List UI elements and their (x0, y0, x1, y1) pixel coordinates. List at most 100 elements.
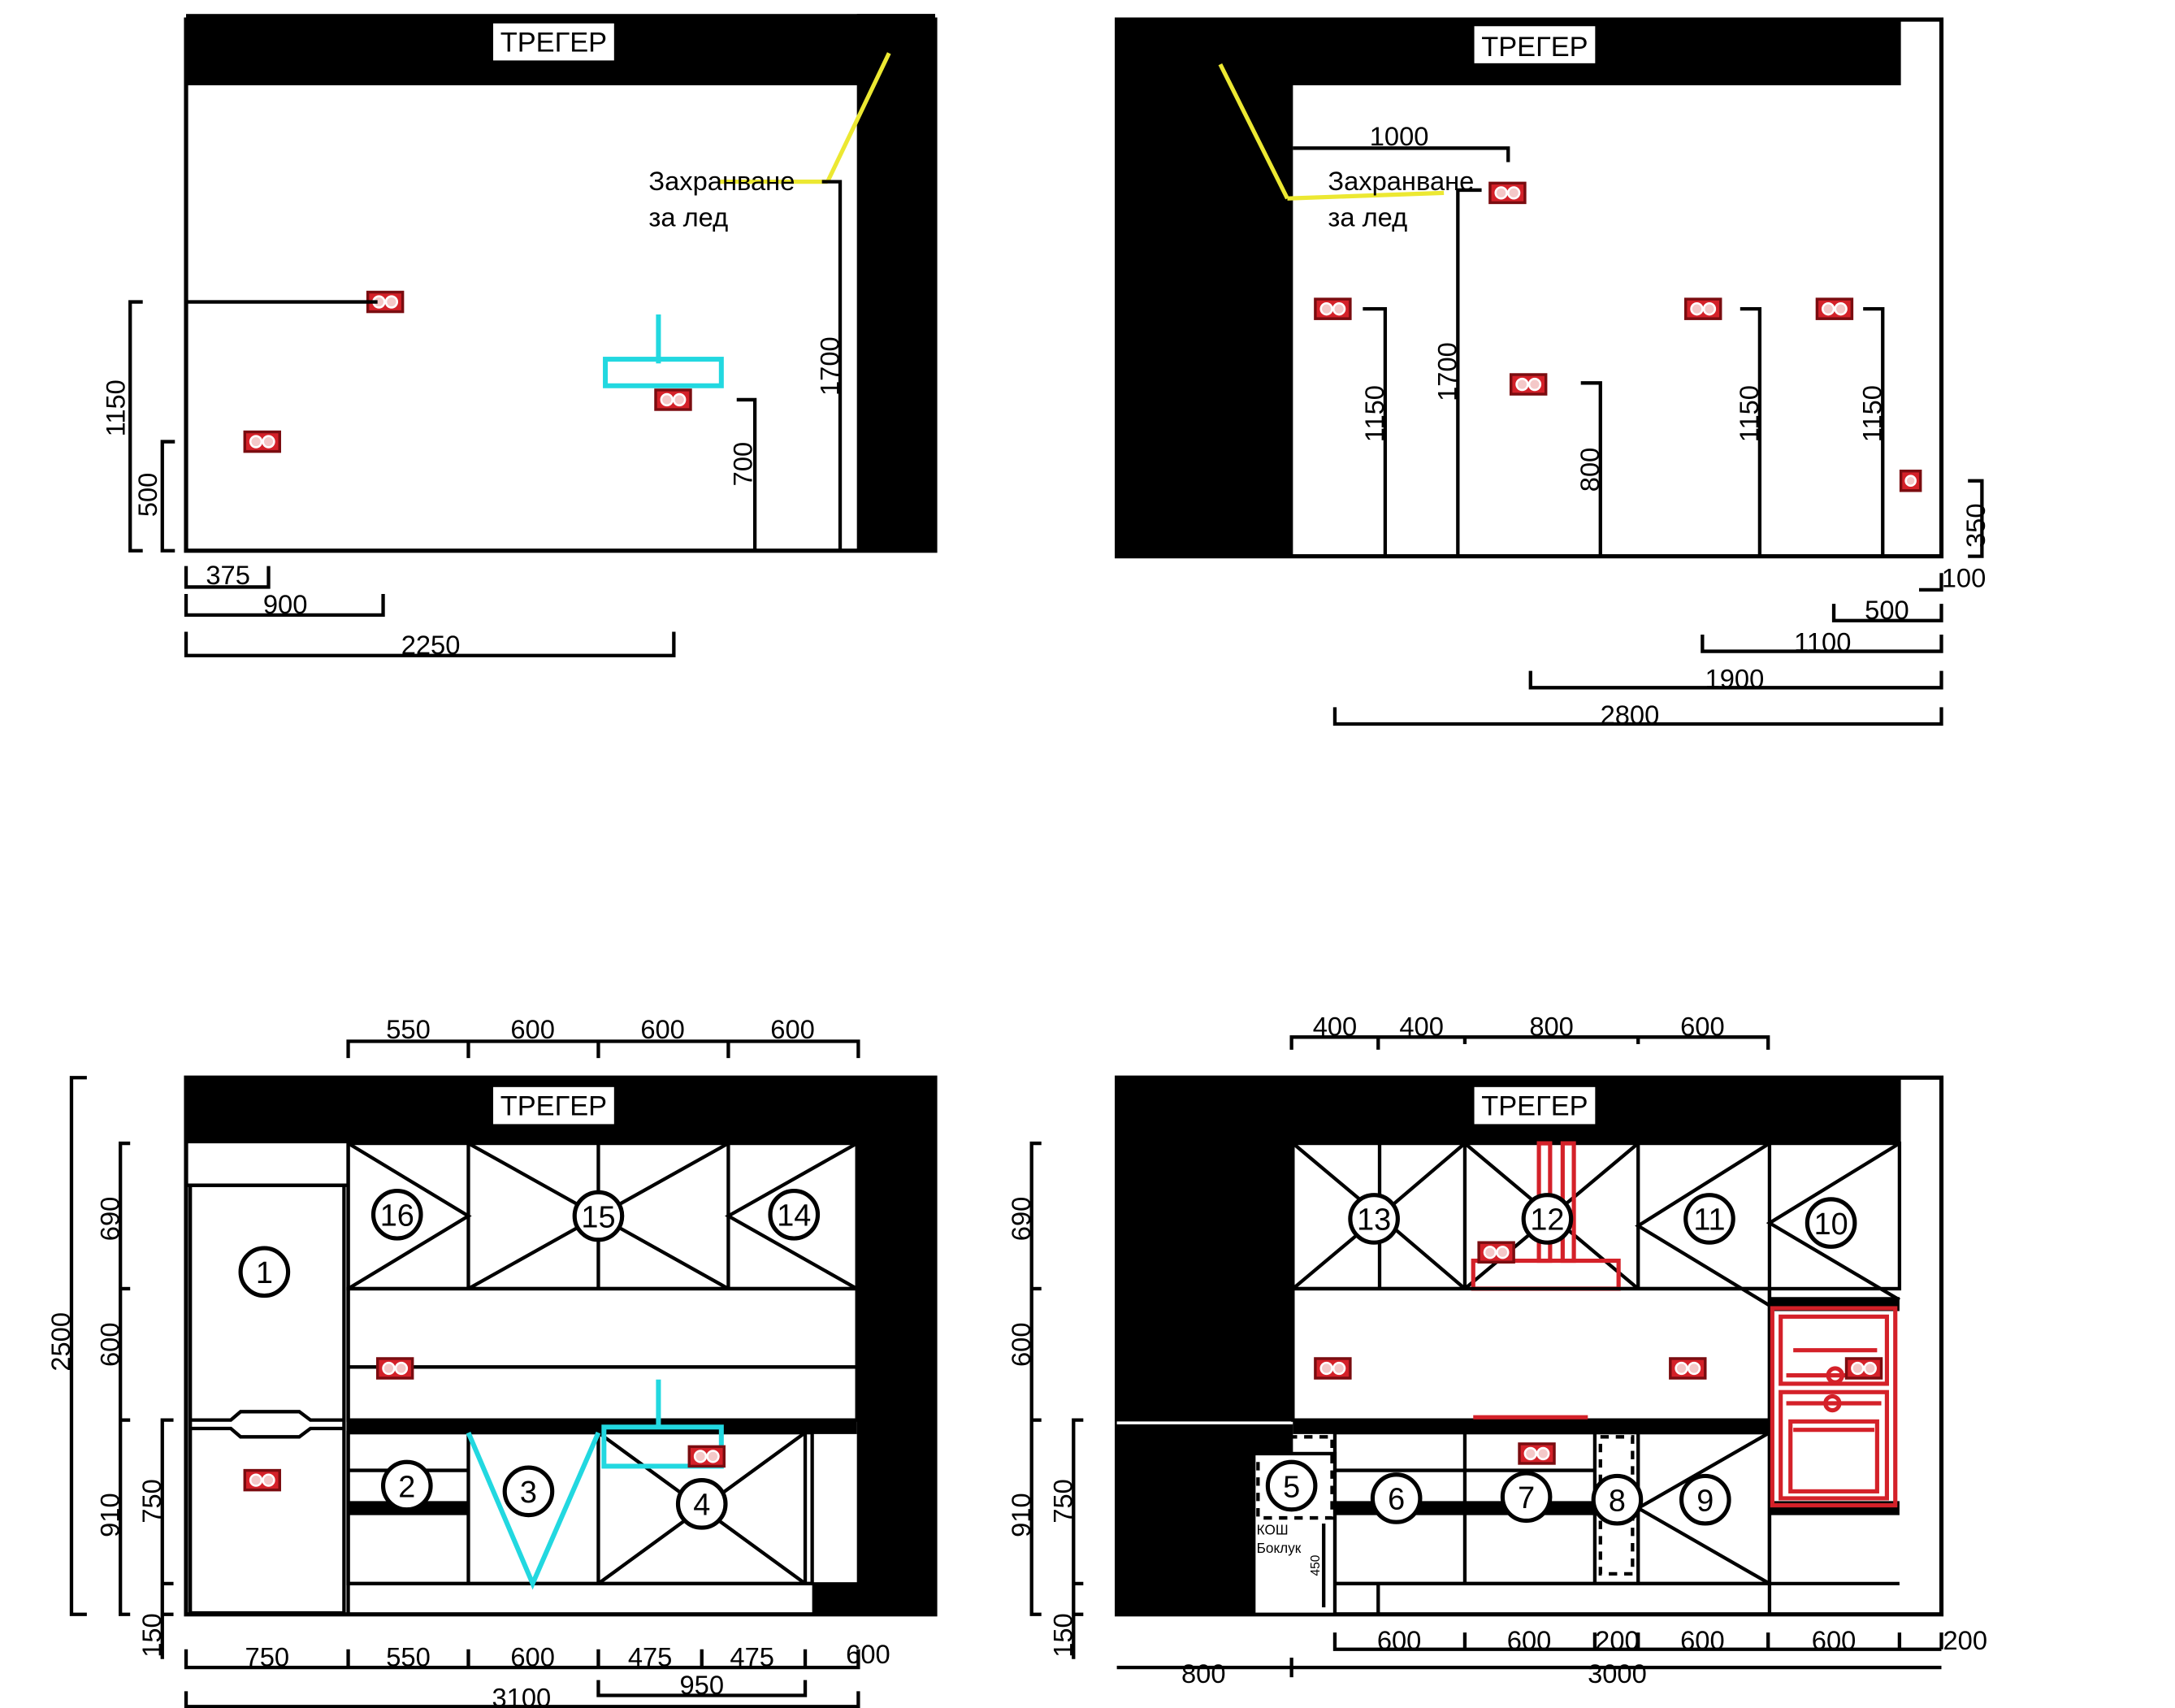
dim-350 (1968, 479, 1984, 558)
dim-top-label: 600 (640, 1014, 685, 1044)
dim-1000 (1293, 146, 1510, 163)
beam-label: ТРЕГЕР (500, 28, 607, 59)
dim-690-label: 690 (1006, 1197, 1036, 1242)
dim-100-label: 100 (1942, 562, 1987, 592)
module-number: 4 (675, 1478, 728, 1530)
bin-label-line2: Боклук (1257, 1540, 1302, 1556)
dim-700 (736, 397, 757, 551)
module-number: 7 (1500, 1471, 1553, 1524)
led-supply-line (1218, 63, 1289, 200)
door-swing (1635, 1142, 1771, 1307)
socket-icon (1683, 297, 1722, 320)
dim-2250-label: 2250 (401, 630, 461, 660)
dim-bottom-label: 550 (386, 1641, 431, 1671)
dim-bottom-label: 600 (1507, 1625, 1552, 1655)
module-number: 12 (1521, 1193, 1574, 1245)
socket-icon (1509, 373, 1548, 396)
dim-side-line (1072, 1418, 1084, 1659)
socket-icon (1314, 297, 1352, 320)
dim-side-line (1029, 1141, 1042, 1616)
module-number: 6 (1370, 1472, 1423, 1524)
beam-label: ТРЕГЕР (1481, 1091, 1588, 1122)
socket-icon (1518, 1442, 1556, 1465)
fridge-handle (190, 1410, 344, 1439)
dim-top-label: 600 (770, 1014, 815, 1044)
led-supply-line (825, 52, 891, 183)
dim-750-label: 750 (136, 1479, 167, 1524)
dim-1100-label: 1100 (1794, 627, 1851, 657)
dim-bottom-label: 600 (1812, 1625, 1857, 1655)
led-supply-line (1287, 190, 1445, 201)
dim-1150a (1363, 306, 1388, 557)
dim-2500 (69, 1076, 87, 1616)
beam-label-box (1471, 24, 1597, 66)
beam-label-box (1471, 1085, 1597, 1126)
dim-bottom-label: 600 (1377, 1625, 1422, 1655)
door-swing (1766, 1142, 1901, 1302)
dim-690-label: 690 (94, 1197, 124, 1242)
dim-2800 (1332, 707, 1943, 726)
dim-side-line (160, 1418, 174, 1659)
dim-top-line (1289, 1035, 1770, 1050)
socket-icon (243, 1468, 281, 1492)
dim-800-label: 800 (1181, 1658, 1226, 1688)
beam-label: ТРЕГЕР (500, 1091, 607, 1122)
module-number: 8 (1591, 1473, 1644, 1526)
socket-icon (1815, 297, 1854, 320)
svg-text:6: 6 (1388, 1483, 1405, 1517)
svg-text:8: 8 (1609, 1484, 1626, 1518)
module-number: 16 (370, 1188, 423, 1241)
socket-icon (243, 430, 281, 453)
dishwasher-swing (466, 1431, 601, 1590)
module-number: 1 (238, 1246, 291, 1298)
knob-icon (1826, 1366, 1844, 1385)
dim-2800-label: 2800 (1601, 700, 1660, 730)
wall-outline (184, 17, 938, 553)
dim-bottom-label: 600 (1680, 1625, 1725, 1655)
dim-900-label: 900 (263, 589, 308, 619)
dim-1150c (1863, 306, 1885, 557)
dim-350-label: 350 (1961, 504, 1991, 548)
dim-1700 (821, 180, 843, 551)
svg-text:12: 12 (1530, 1203, 1564, 1238)
dim-600-label: 600 (94, 1323, 124, 1368)
door-swing (347, 1142, 472, 1290)
dim-750-label: 750 (1048, 1479, 1078, 1524)
dim-100 (1918, 573, 1943, 592)
wall-right-black (856, 1077, 936, 1615)
dim-bottom-line (1332, 1632, 1942, 1651)
dim-1150a-label: 1150 (1359, 385, 1389, 442)
dim-top-label: 600 (510, 1014, 555, 1044)
elevation-top-left: ТРЕГЕР Захранване за лед 1150 500 700 17… (100, 14, 938, 660)
backsplash (1291, 1286, 1772, 1422)
dim-375-label: 375 (206, 560, 250, 590)
svg-text:16: 16 (380, 1199, 414, 1233)
dim-910-label: 910 (1006, 1493, 1036, 1537)
dim-150-label: 150 (136, 1613, 167, 1658)
dim-950 (596, 1680, 808, 1697)
dim-top-label: 600 (1680, 1012, 1725, 1042)
socket-icon (654, 388, 692, 411)
module-number: 2 (380, 1459, 433, 1512)
svg-text:13: 13 (1357, 1203, 1391, 1238)
dim-1150b-label: 1150 (1734, 385, 1764, 442)
elevation-bottom-left: ТРЕГЕР (45, 1014, 938, 1708)
oven-icon (1779, 1389, 1889, 1501)
sink-icon (603, 357, 724, 388)
module-number: 11 (1683, 1193, 1735, 1245)
dim-top-label: 800 (1529, 1012, 1574, 1042)
dim-2250 (184, 631, 676, 657)
backsplash (346, 1286, 859, 1422)
module-number: 14 (768, 1188, 821, 1241)
dim-1150c-label: 1150 (1857, 385, 1887, 442)
dim-200-label: 200 (1943, 1625, 1987, 1655)
wall-outline (184, 1075, 938, 1617)
dim-3100 (184, 1691, 860, 1708)
dim-1700-label: 1700 (1432, 342, 1462, 401)
dim-bottom-label: 750 (245, 1641, 290, 1671)
dim-bottom-label: 475 (730, 1641, 774, 1671)
svg-text:9: 9 (1696, 1484, 1714, 1518)
note-line1: Захранване (1328, 166, 1474, 196)
note-line2: за лед (648, 202, 728, 232)
